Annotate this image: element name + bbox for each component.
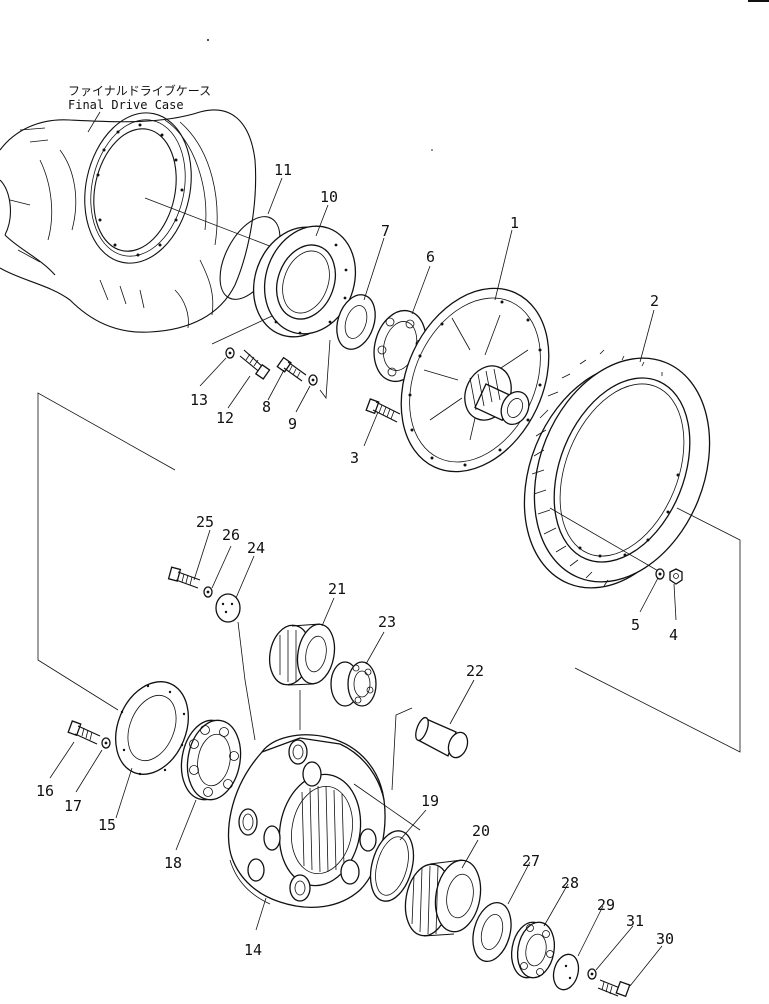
callout-30: 30	[656, 930, 674, 948]
callout-24: 24	[247, 539, 265, 557]
callout-2: 2	[650, 292, 659, 310]
bolt-3	[365, 398, 401, 423]
washer-13	[225, 347, 235, 359]
pin-22	[415, 716, 469, 759]
corner-mark	[748, 0, 769, 2]
seal-27	[472, 902, 512, 962]
guide-line-b	[319, 339, 331, 400]
case-caption-en: Final Drive Case	[68, 98, 184, 112]
bolt-30	[597, 979, 631, 998]
callout-4: 4	[669, 626, 678, 644]
hub-1	[400, 287, 550, 473]
callout-28: 28	[561, 874, 579, 892]
bolt-8	[276, 356, 307, 382]
callout-13: 13	[190, 391, 208, 409]
washer-17	[101, 737, 111, 749]
carrier-14	[227, 734, 386, 908]
guide-line-pin	[391, 707, 413, 791]
callout-labels: 1 2 3 4 5 6 7 8 9 10 11 12 13 14 15 16 1…	[36, 161, 678, 959]
callout-3: 3	[350, 449, 359, 467]
callout-10: 10	[320, 188, 338, 206]
callout-7: 7	[381, 222, 390, 240]
callout-8: 8	[262, 398, 271, 416]
callout-29: 29	[597, 896, 615, 914]
callout-27: 27	[522, 852, 540, 870]
guide-line-19	[353, 783, 421, 831]
bearing-21	[268, 623, 336, 686]
guide-line-a	[211, 315, 273, 345]
callout-16: 16	[36, 782, 54, 800]
callout-25: 25	[196, 513, 214, 531]
callout-19: 19	[421, 792, 439, 810]
nut-4	[669, 568, 683, 585]
washer-31	[587, 968, 597, 980]
callout-26: 26	[222, 526, 240, 544]
bolt-25	[167, 566, 201, 589]
callout-20: 20	[472, 822, 490, 840]
leader-lines	[49, 177, 677, 987]
bearing-20	[404, 859, 482, 937]
final-drive-case	[0, 109, 257, 333]
guide-line-plate	[237, 621, 256, 741]
bolt-12	[239, 349, 271, 380]
callout-15: 15	[98, 816, 116, 834]
callout-17: 17	[64, 797, 82, 815]
bracket-line-right	[574, 507, 741, 753]
callout-9: 9	[288, 415, 297, 433]
callout-14: 14	[244, 941, 262, 959]
case-caption-jp: ファイナルドライブケース	[68, 83, 211, 98]
shim-plate-15	[115, 681, 189, 776]
bearing-28	[510, 921, 556, 979]
assembly-axis-line	[144, 197, 281, 251]
bolt-16	[67, 720, 101, 745]
speck-2	[431, 149, 433, 151]
washer-26	[203, 586, 213, 598]
bracket-line-left	[37, 392, 176, 711]
callout-11: 11	[274, 161, 292, 179]
bearing-23	[330, 661, 377, 707]
speck	[207, 39, 209, 41]
callout-5: 5	[631, 616, 640, 634]
callout-21: 21	[328, 580, 346, 598]
washer-5-hole	[658, 572, 662, 576]
shim-7	[336, 294, 376, 350]
sprocket-mount-line	[549, 507, 661, 573]
sprocket-2	[523, 349, 711, 589]
retainer-10	[252, 225, 357, 338]
callout-1: 1	[510, 214, 519, 232]
washer-9	[308, 374, 318, 386]
callout-18: 18	[164, 854, 182, 872]
callout-6: 6	[426, 248, 435, 266]
callout-31: 31	[626, 912, 644, 930]
bearing-18	[180, 719, 242, 801]
plate-24	[215, 593, 241, 623]
callout-12: 12	[216, 409, 234, 427]
caption-leader	[87, 111, 101, 133]
plate-29	[552, 953, 580, 991]
snap-ring-19	[369, 830, 415, 902]
callout-23: 23	[378, 613, 396, 631]
callout-22: 22	[466, 662, 484, 680]
